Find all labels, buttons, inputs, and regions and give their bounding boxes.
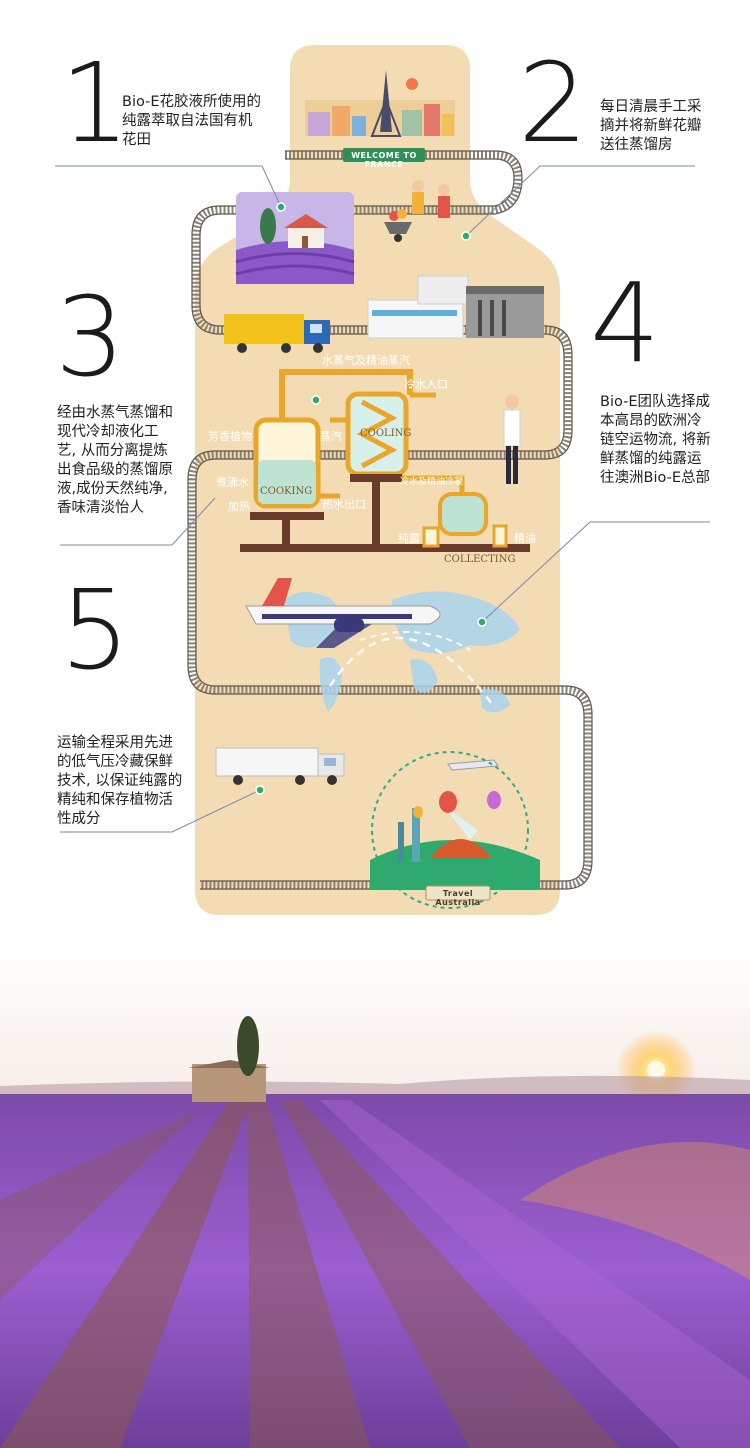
label-hydrosol: 纯露 bbox=[398, 532, 420, 545]
label-hot-water-out: 热水出口 bbox=[322, 498, 366, 511]
label-essential-oil: 精油 bbox=[514, 532, 536, 545]
label-boiling-water: 煮沸水 bbox=[216, 476, 249, 489]
step-number-1: 1 bbox=[60, 39, 130, 167]
factory-illustration bbox=[367, 275, 544, 339]
step-caption-4: Bio-E团队选择成本高昂的欧洲冷链空运物流, 将新鲜蒸馏的纯露运往澳洲Bio-… bbox=[600, 394, 711, 486]
step-number-4: 4 bbox=[590, 259, 660, 387]
step-caption-5: 运输全程采用先进的低气压冷藏保鲜技术, 以保证纯露的精纯和保存植物活性成分 bbox=[57, 735, 183, 827]
label-steam: 蒸汽 bbox=[320, 430, 342, 443]
label-heating: 加热 bbox=[228, 500, 250, 513]
scientist-illustration bbox=[503, 395, 521, 484]
label-cold-water-in: 冷水入口 bbox=[404, 378, 448, 391]
airplane-illustration bbox=[245, 578, 441, 648]
label-steam-oil: 水蒸气及精油蒸汽 bbox=[322, 354, 410, 367]
label-aromatic-plants: 芳香植物 bbox=[208, 430, 252, 443]
truck-illustration-1 bbox=[224, 314, 330, 353]
truck-illustration-2 bbox=[215, 747, 499, 785]
label-condensed: 冷水及精油冷凝 bbox=[400, 477, 464, 487]
paris-skyline bbox=[305, 70, 455, 162]
travel-australia-sign: Travel Australia bbox=[435, 889, 481, 907]
lavender-farm-illustration bbox=[235, 192, 355, 284]
step-number-5: 5 bbox=[60, 566, 130, 694]
lavender-field-photo bbox=[0, 935, 750, 1448]
step-caption-3: 经由水蒸气蒸馏和现代冷却液化工艺, 从而分离提炼出食品级的蒸馏原液,成份天然纯净… bbox=[57, 405, 173, 516]
step-number-3: 3 bbox=[55, 273, 125, 401]
step-caption-2: 每日清晨手工采摘并将新鲜花瓣送往蒸馏房 bbox=[600, 99, 702, 153]
distillation-apparatus bbox=[240, 369, 530, 552]
welcome-to-france-sign: WELCOME TO FRANCE bbox=[351, 151, 417, 169]
australia-illustration bbox=[370, 751, 540, 909]
label-collecting: COLLECTING bbox=[444, 554, 516, 565]
step-caption-1: Bio-E花胶液所使用的纯露萃取自法国有机花田 bbox=[122, 94, 262, 148]
step-number-2: 2 bbox=[518, 39, 588, 167]
label-cooking: COOKING bbox=[260, 486, 313, 497]
label-cooling: COOLING bbox=[360, 428, 412, 439]
farmers-illustration bbox=[384, 180, 450, 242]
